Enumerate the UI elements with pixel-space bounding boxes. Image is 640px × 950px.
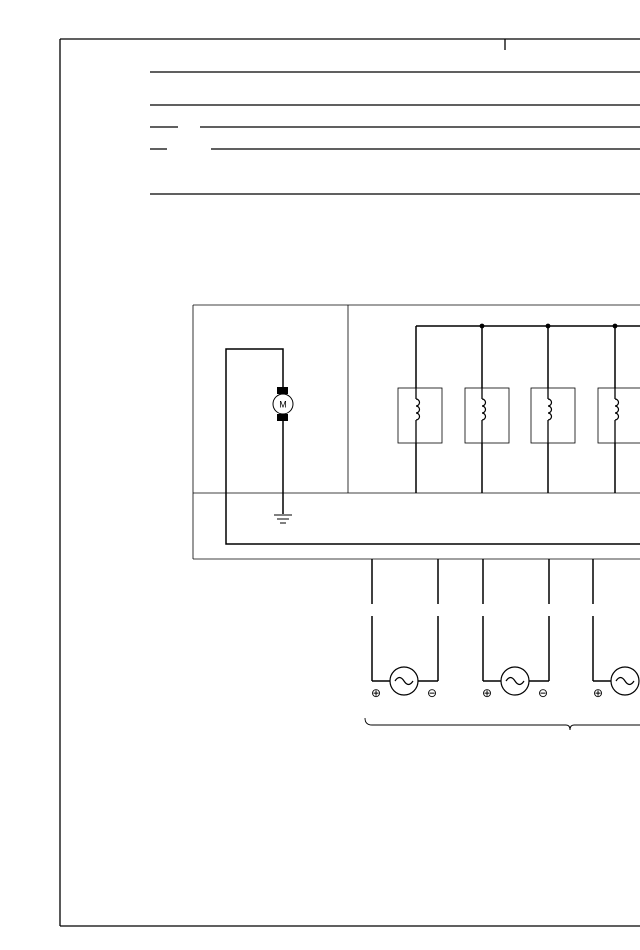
ac-source-icon (389, 666, 419, 696)
motor-label: M (279, 400, 287, 410)
bus-junctions (479, 323, 618, 329)
title-block (150, 71, 640, 195)
relay-coil-icon (464, 387, 510, 444)
dc-motor-icon: M (272, 387, 294, 421)
ac-source-icon (500, 666, 530, 696)
ac-source-icon (610, 666, 640, 696)
relay-coil-icon (397, 387, 443, 444)
minus-terminal-icon: ⊖ (538, 686, 548, 700)
plus-terminal-icon: ⊕ (371, 686, 381, 700)
sheet-border (59, 38, 640, 927)
plus-terminal-icon: ⊕ (482, 686, 492, 700)
connector-leads (371, 559, 611, 682)
plus-terminal-icon: ⊕ (593, 686, 603, 700)
ground-icon (274, 514, 292, 524)
relay-coil-icon (597, 387, 640, 444)
group-brace (364, 717, 640, 731)
relay-coil-icon (530, 387, 576, 444)
minus-terminal-icon: ⊖ (427, 686, 437, 700)
motor-circuit (225, 348, 640, 545)
